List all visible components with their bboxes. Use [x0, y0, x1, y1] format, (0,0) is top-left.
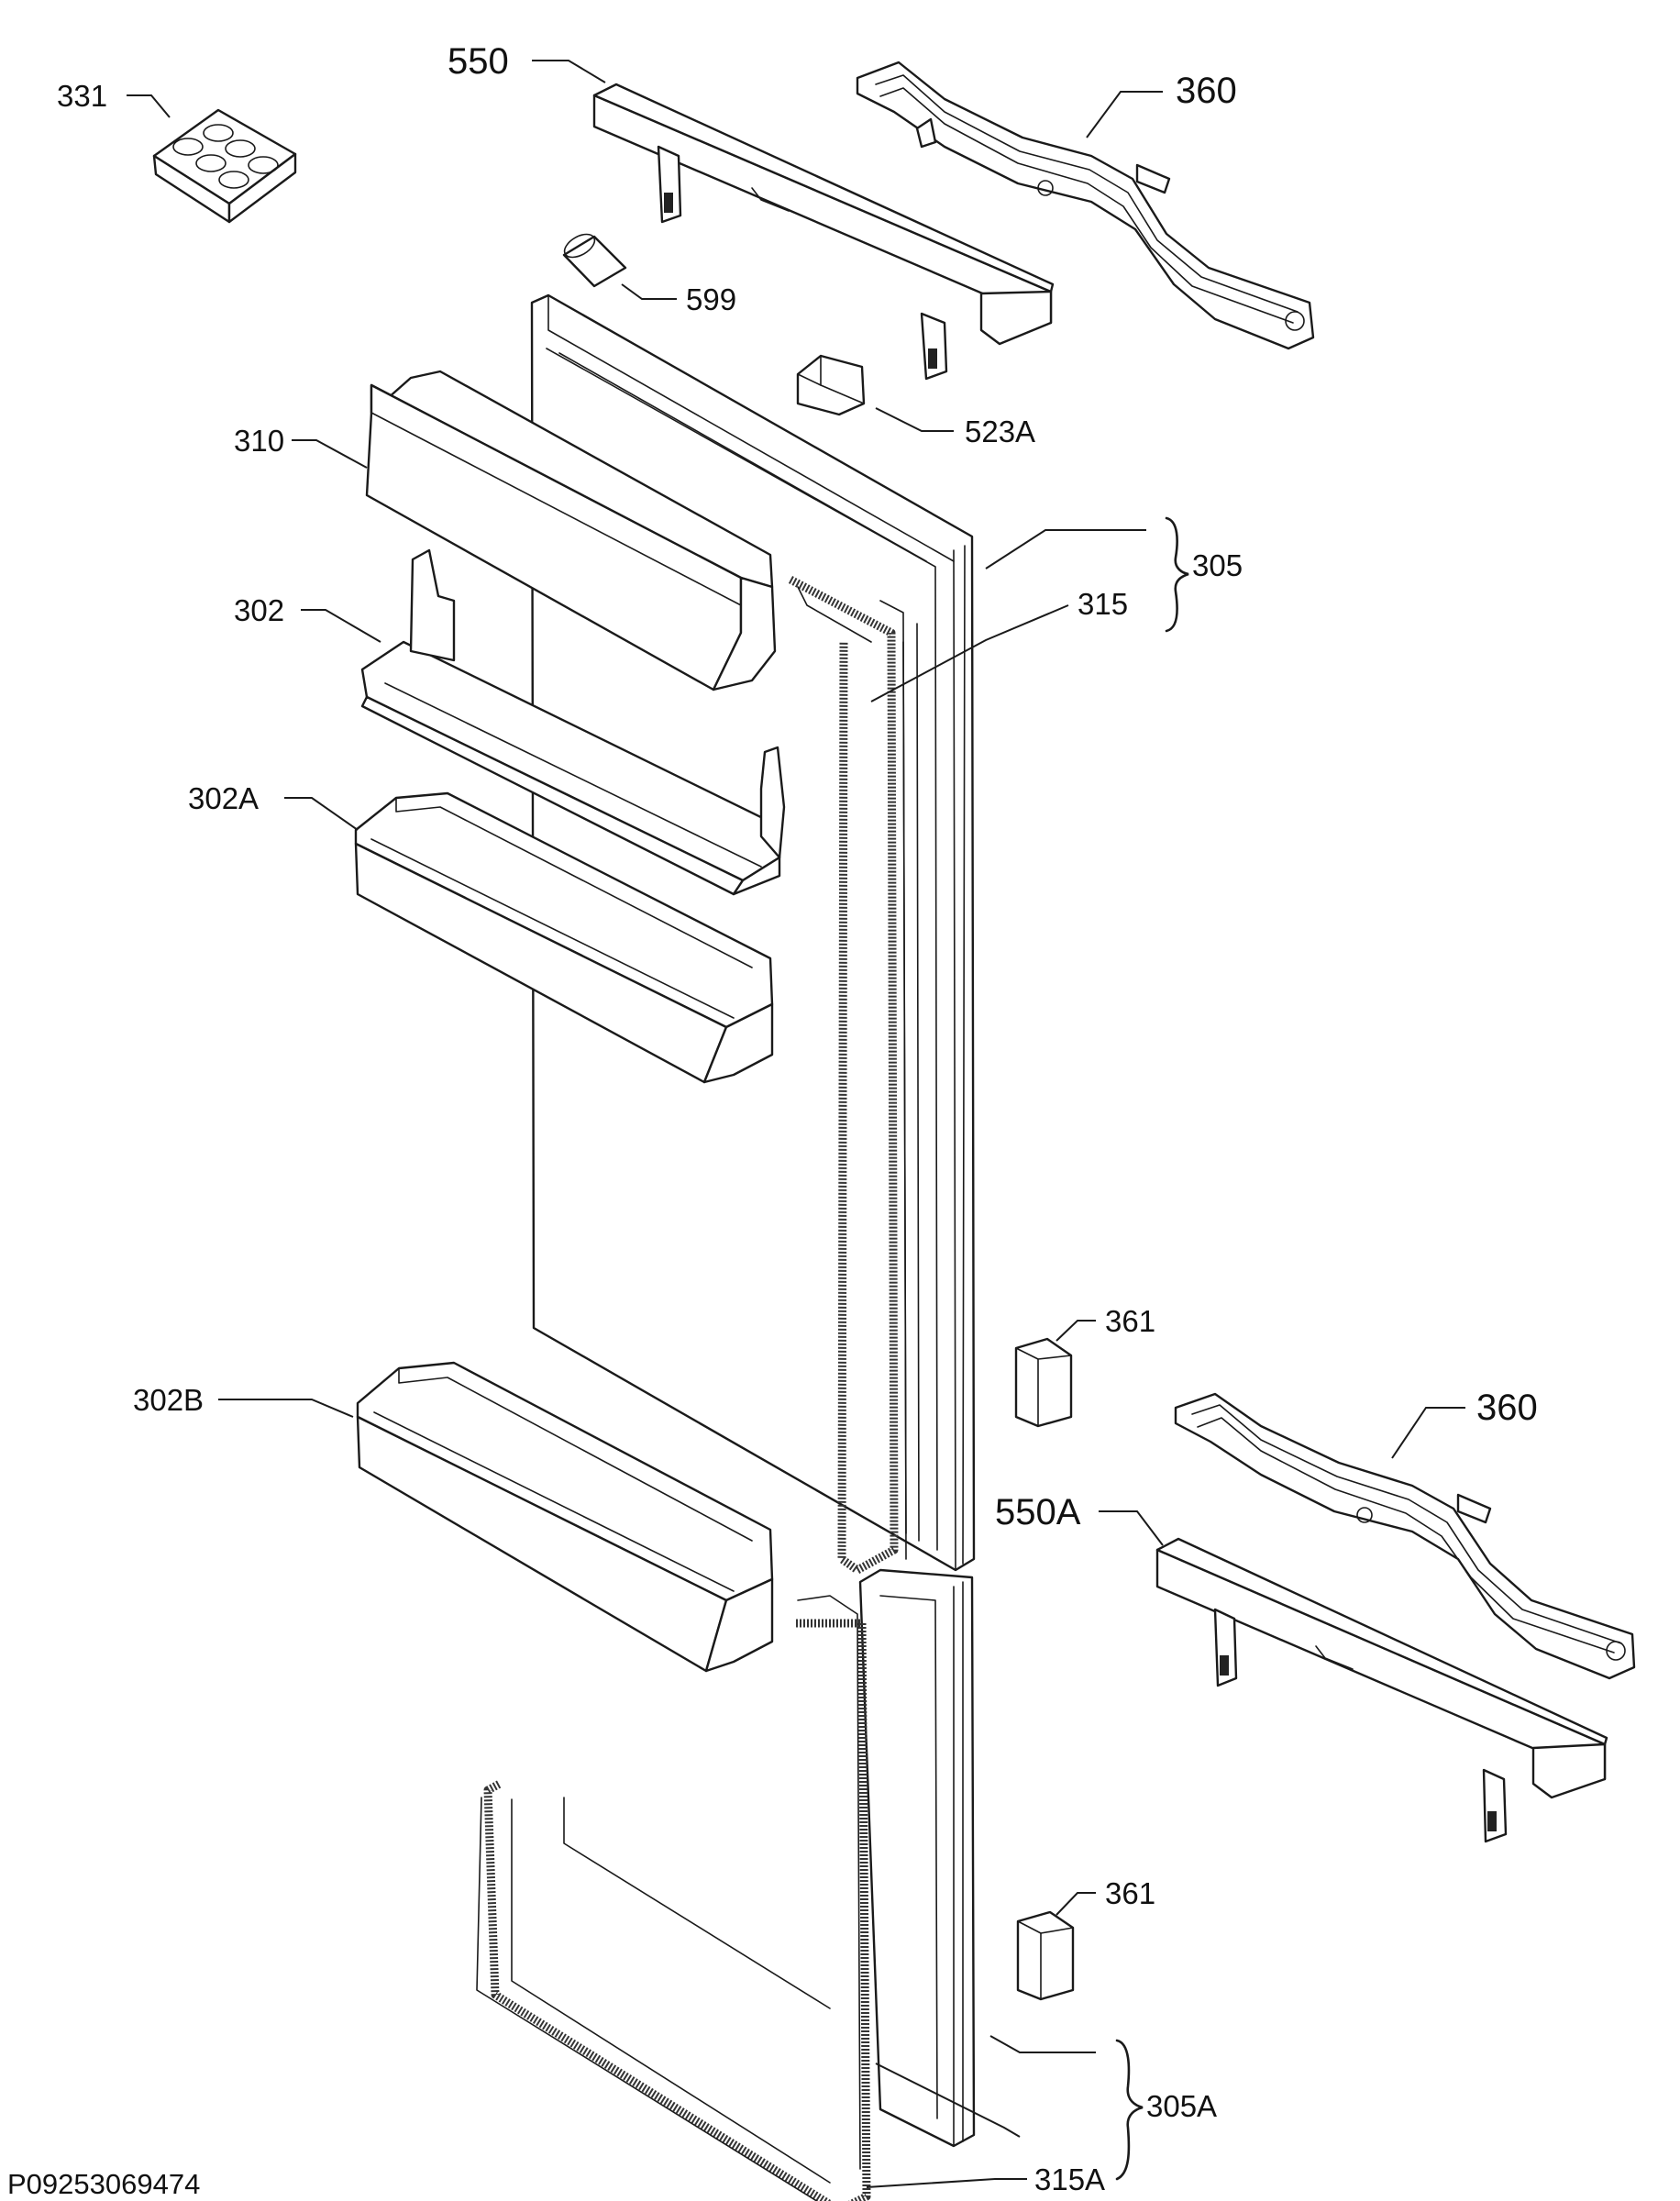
label-361-lower: 361	[1105, 1876, 1155, 1910]
label-360-top: 360	[1176, 71, 1237, 111]
label-550a: 550A	[995, 1492, 1081, 1532]
label-302b: 302B	[133, 1383, 204, 1417]
door-handle-top[interactable]	[592, 83, 1055, 381]
label-302: 302	[234, 593, 284, 627]
label-523a: 523A	[965, 415, 1035, 448]
label-315a: 315A	[1034, 2162, 1105, 2196]
spacer-599[interactable]	[560, 229, 627, 288]
fridge-door-lower[interactable]	[476, 1568, 976, 2201]
label-360-lower: 360	[1476, 1388, 1538, 1428]
door-handle-lower[interactable]	[1155, 1537, 1608, 1843]
drawing-code: P09253069474	[7, 2168, 200, 2200]
label-550: 550	[448, 41, 509, 82]
label-599: 599	[686, 282, 736, 316]
shelf-cover-310[interactable]	[365, 370, 777, 691]
label-361-upper: 361	[1105, 1304, 1155, 1338]
door-shelf-302a[interactable]	[354, 791, 774, 1084]
label-305a: 305A	[1146, 2089, 1217, 2123]
door-hinge-top[interactable]	[856, 61, 1315, 350]
door-shelf-302[interactable]	[360, 548, 786, 896]
hinge-cover-361-lower[interactable]	[1016, 1910, 1075, 2001]
hinge-cover-361-upper[interactable]	[1014, 1337, 1073, 1428]
label-315: 315	[1078, 587, 1128, 621]
label-305: 305	[1192, 548, 1243, 582]
door-shelf-302b[interactable]	[356, 1361, 774, 1673]
door-hinge-lower[interactable]	[1174, 1392, 1636, 1680]
label-310: 310	[234, 424, 284, 458]
label-302a: 302A	[188, 781, 259, 815]
egg-tray-part[interactable]	[152, 108, 297, 224]
label-331: 331	[57, 79, 107, 113]
clip-523a[interactable]	[796, 354, 866, 416]
